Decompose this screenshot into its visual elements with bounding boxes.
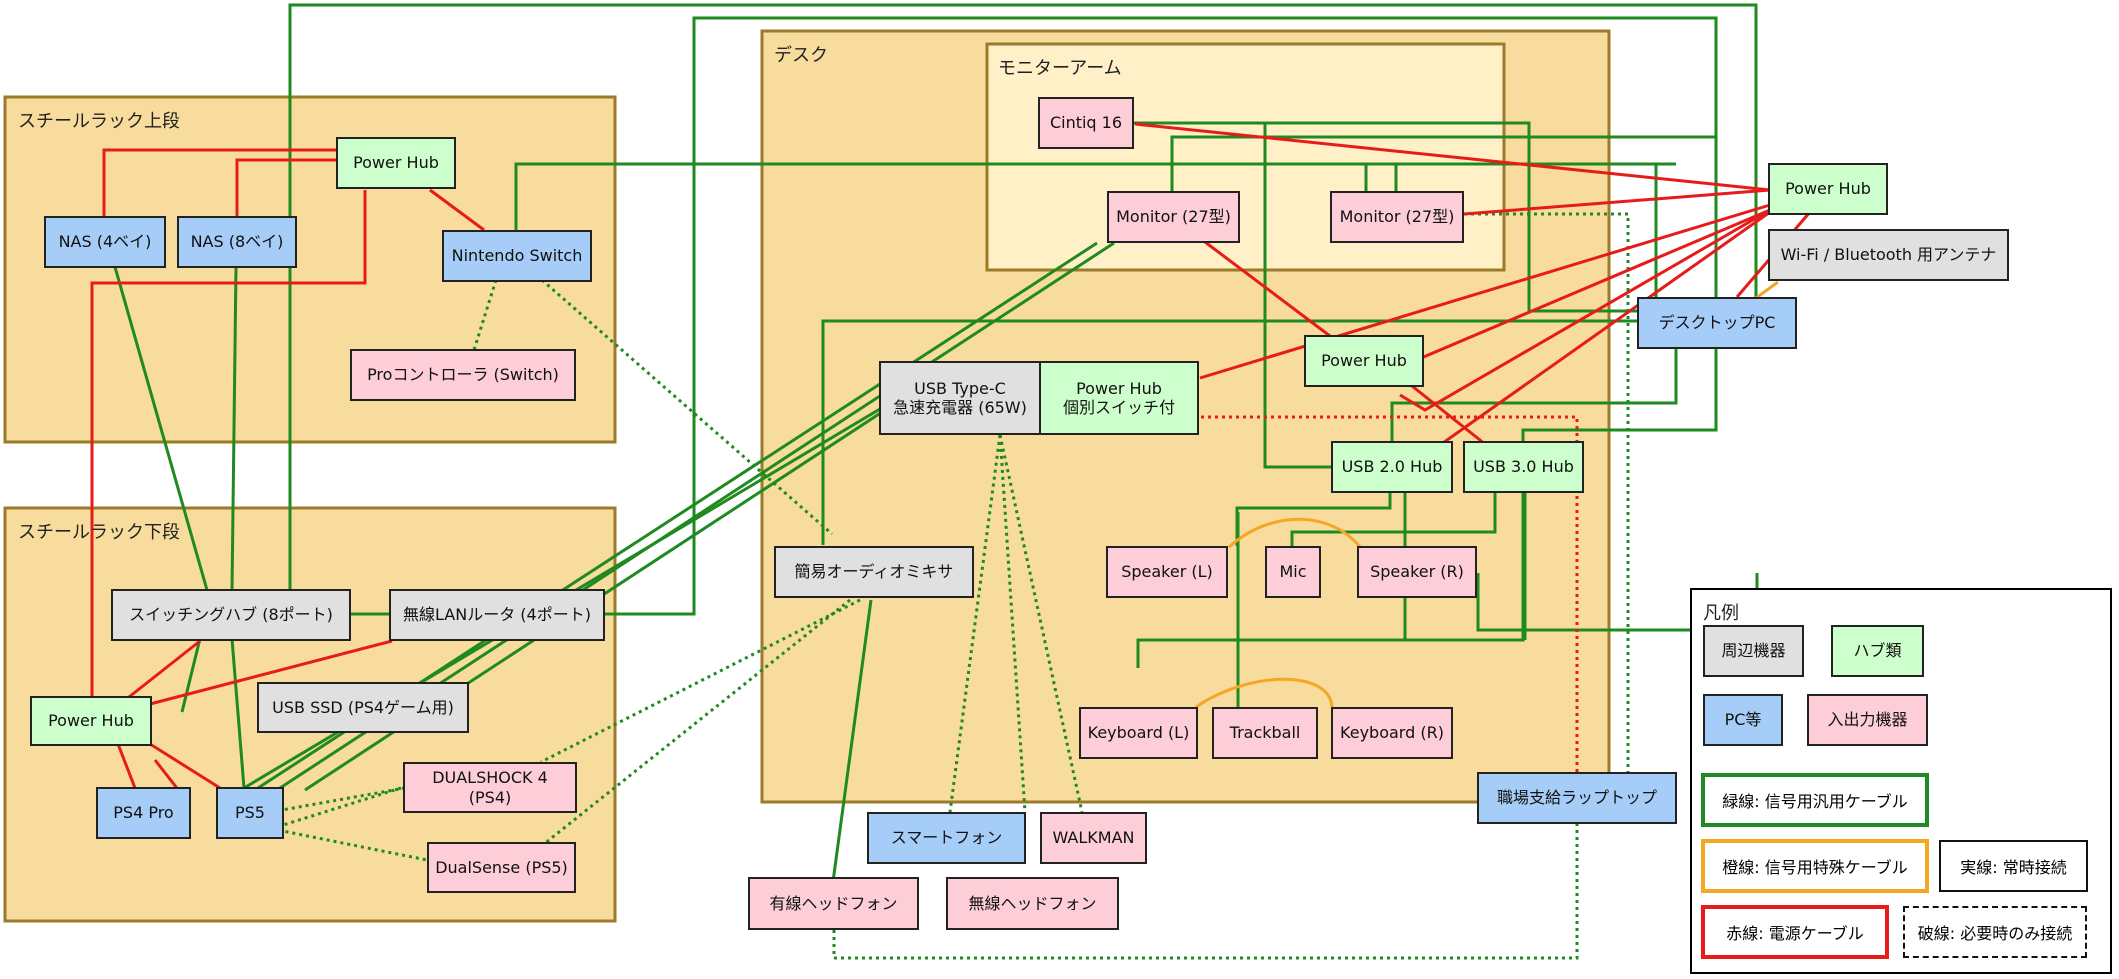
usb-2-hub[interactable]: USB 2.0 Hub bbox=[1331, 441, 1453, 493]
legend-solid-line: 実線: 常時接続 bbox=[1939, 840, 2088, 892]
pro-controller[interactable]: Proコントローラ (Switch) bbox=[350, 349, 576, 401]
usb-ssd[interactable]: USB SSD (PS4ゲーム用) bbox=[257, 682, 469, 733]
usb-c-charger[interactable]: USB Type-C 急速充電器 (65W) bbox=[879, 361, 1041, 435]
wired-headphones[interactable]: 有線ヘッドフォン bbox=[748, 877, 919, 930]
nintendo-switch[interactable]: Nintendo Switch bbox=[442, 230, 592, 282]
green-dashed-lines bbox=[257, 212, 1630, 960]
wireless-headphones[interactable]: 無線ヘッドフォン bbox=[946, 877, 1119, 930]
speaker-right[interactable]: Speaker (R) bbox=[1357, 546, 1477, 598]
power-hub-switched[interactable]: Power Hub 個別スイッチ付 bbox=[1039, 361, 1199, 435]
group-title-desk: デスク bbox=[774, 45, 828, 66]
dualshock-4[interactable]: DUALSHOCK 4 (PS4) bbox=[403, 762, 577, 813]
wireless-lan-router[interactable]: 無線LANルータ (4ポート) bbox=[389, 589, 605, 641]
power-hub-right[interactable]: Power Hub bbox=[1768, 163, 1888, 215]
nas-8bay[interactable]: NAS (8ベイ) bbox=[177, 216, 297, 268]
keyboard-left[interactable]: Keyboard (L) bbox=[1079, 707, 1198, 759]
legend-io-swatch: 入出力機器 bbox=[1807, 694, 1928, 746]
switching-hub[interactable]: スイッチングハブ (8ポート) bbox=[111, 589, 351, 641]
work-laptop[interactable]: 職場支給ラップトップ bbox=[1477, 772, 1677, 824]
ps5[interactable]: PS5 bbox=[216, 787, 284, 839]
orange-lines bbox=[1195, 280, 1779, 709]
trackball[interactable]: Trackball bbox=[1212, 707, 1318, 759]
legend-dashed-line: 破線: 必要時のみ接続 bbox=[1903, 906, 2087, 958]
smartphone[interactable]: スマートフォン bbox=[867, 812, 1026, 864]
keyboard-right[interactable]: Keyboard (R) bbox=[1331, 707, 1453, 759]
legend-pc-swatch: PC等 bbox=[1703, 694, 1783, 746]
group-title-rack-bottom: スチールラック下段 bbox=[18, 522, 180, 543]
cintiq-16[interactable]: Cintiq 16 bbox=[1038, 97, 1134, 149]
legend-peripheral-swatch: 周辺機器 bbox=[1703, 625, 1804, 677]
green-lines bbox=[113, 3, 1759, 905]
group-title-rack-top: スチールラック上段 bbox=[18, 111, 180, 132]
desktop-pc[interactable]: デスクトップPC bbox=[1637, 297, 1797, 349]
walkman[interactable]: WALKMAN bbox=[1040, 812, 1147, 864]
dualsense[interactable]: DualSense (PS5) bbox=[427, 842, 576, 893]
nas-4bay[interactable]: NAS (4ベイ) bbox=[44, 216, 166, 268]
legend-green-line: 緑線: 信号用汎用ケーブル bbox=[1701, 773, 1929, 827]
ps4-pro[interactable]: PS4 Pro bbox=[96, 787, 191, 839]
monitor-right[interactable]: Monitor (27型) bbox=[1330, 191, 1464, 243]
legend-title: 凡例 bbox=[1703, 603, 1739, 624]
legend-hub-swatch: ハブ類 bbox=[1831, 625, 1924, 677]
power-hub-desk[interactable]: Power Hub bbox=[1304, 335, 1424, 387]
power-hub-rack-top[interactable]: Power Hub bbox=[336, 137, 456, 189]
speaker-left[interactable]: Speaker (L) bbox=[1106, 546, 1228, 598]
legend-red-line: 赤線: 電源ケーブル bbox=[1701, 905, 1889, 959]
monitor-left[interactable]: Monitor (27型) bbox=[1107, 191, 1240, 243]
legend-orange-line: 橙線: 信号用特殊ケーブル bbox=[1701, 839, 1929, 893]
power-hub-rack-bottom[interactable]: Power Hub bbox=[30, 696, 152, 746]
wifi-bluetooth-antenna[interactable]: Wi-Fi / Bluetooth 用アンテナ bbox=[1768, 229, 2009, 281]
group-title-monitor-arm: モニターアーム bbox=[998, 58, 1122, 79]
mic[interactable]: Mic bbox=[1265, 546, 1321, 598]
usb-3-hub[interactable]: USB 3.0 Hub bbox=[1463, 441, 1584, 493]
audio-mixer[interactable]: 簡易オーディオミキサ bbox=[774, 546, 974, 598]
